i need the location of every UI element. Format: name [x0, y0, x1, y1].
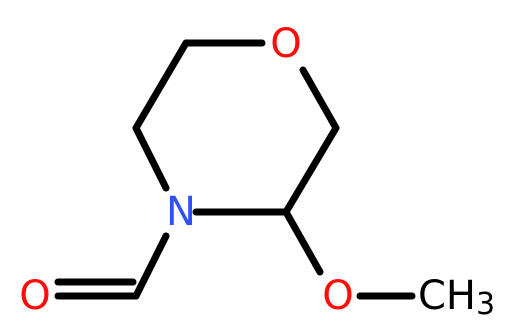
bond-ch2-ring-o	[299, 66, 340, 132]
bond-ch-ch2-right	[282, 124, 340, 216]
ring-bonds	[132, 39, 340, 216]
bond-ch2-ch2-left	[132, 39, 190, 132]
ring-oxygen-label: O	[270, 21, 301, 67]
bond-n-formyl-c	[132, 232, 170, 300]
bond-ch2-n	[132, 124, 170, 192]
ring-nitrogen-label: N	[166, 189, 196, 235]
methyl-label-text: CH	[418, 273, 476, 319]
formyl-group	[54, 232, 170, 300]
methoxy-oxygen-label: O	[322, 273, 353, 319]
bond-ch-methoxy-o	[282, 208, 324, 276]
carbonyl-oxygen-label: O	[19, 273, 50, 319]
methoxy-group	[282, 208, 416, 300]
methyl-label: CH3	[418, 273, 495, 322]
methyl-subscript: 3	[476, 287, 495, 322]
